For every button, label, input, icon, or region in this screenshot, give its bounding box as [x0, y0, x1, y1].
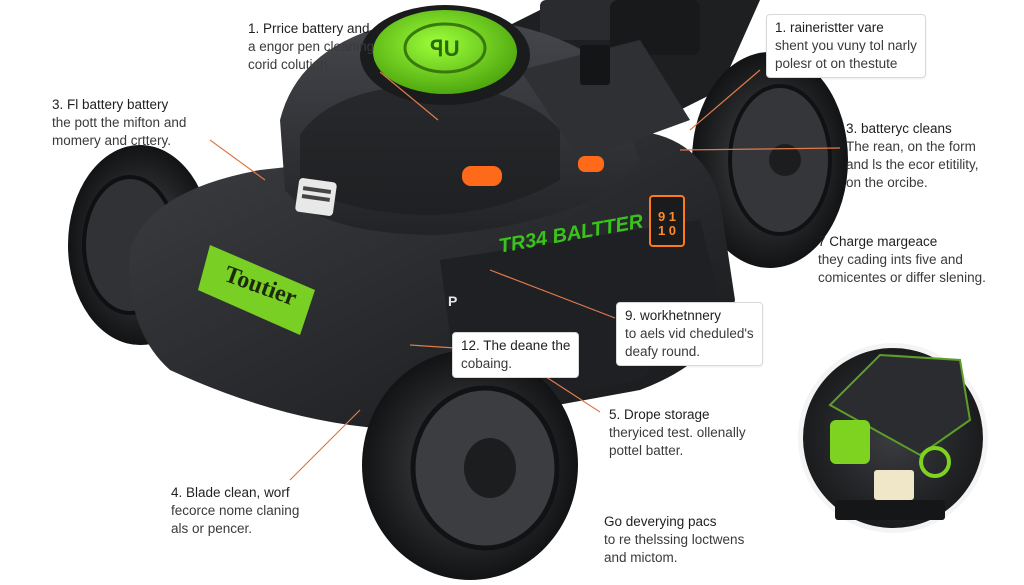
callout-4-line-3: on the orcibe.	[846, 175, 928, 190]
callout-3-line-2: momery and crttery.	[52, 133, 172, 148]
callout-10-line-2: and mictom.	[604, 550, 678, 565]
orange-indicator-left	[462, 166, 502, 186]
callout-8-title: 5. Drope storage	[609, 407, 710, 422]
orange-indicator-right	[578, 156, 604, 172]
callout-10-line-1: to re thelssing loctwens	[604, 532, 745, 547]
callout-8: 5. Drope storage theryiced test. ollenal…	[609, 406, 746, 460]
callout-5-line-1: they cading ints five and	[818, 252, 963, 267]
callout-2-line-1: shent you vuny tol narly	[775, 38, 917, 53]
callout-6: 9. workhetnnery to aels vid cheduled's d…	[616, 302, 763, 366]
cap-logo: ꟼU	[430, 36, 459, 61]
callout-5-line-2: comicentes or differ slening.	[818, 270, 986, 285]
callout-10: Go deverying pacs to re thelssing loctwe…	[604, 513, 744, 567]
callout-9: 4. Blade clean, worf fecorce nome clanin…	[171, 484, 299, 538]
rear-right-wheel	[692, 52, 848, 268]
callout-9-title: 4. Blade clean, worf	[171, 485, 290, 500]
callout-2-line-2: polesr ot on thestute	[775, 56, 898, 71]
battery-cap	[360, 5, 530, 105]
callout-4-line-2: and ls the ecor etitility,	[846, 157, 979, 172]
callout-9-line-2: als or pencer.	[171, 521, 253, 536]
callout-2-title: 1. raineristter vare	[775, 20, 884, 35]
hood-sticker	[198, 245, 315, 335]
callout-6-line-2: deafy round.	[625, 344, 701, 359]
callout-4: 3. batteryc cleans The rean, on the form…	[846, 120, 979, 192]
callout-1-title: 1. Prrice battery and	[248, 21, 370, 36]
side-badge	[649, 195, 685, 247]
callout-3-line-1: the pott the mifton and	[52, 115, 187, 130]
callout-5-title: 7 Charge margeace	[818, 234, 938, 249]
battery-gauge	[295, 178, 337, 216]
callout-6-title: 9. workhetnnery	[625, 308, 722, 323]
callout-8-line-2: pottel batter.	[609, 443, 684, 458]
callout-5: 7 Charge margeace they cading ints five …	[818, 233, 986, 287]
callout-7-line-1: cobaing.	[461, 356, 513, 371]
callout-6-line-1: to aels vid cheduled's	[625, 326, 754, 341]
callout-2: 1. raineristter vare shent you vuny tol …	[766, 14, 926, 78]
battery-compartment-inset	[798, 343, 988, 533]
callout-3: 3. Fl battery battery the pott the mifto…	[52, 96, 186, 150]
callout-1-line-1: a engor pen cleaning	[248, 39, 375, 54]
small-mark: P	[448, 293, 457, 309]
front-right-wheel	[362, 350, 578, 580]
callout-9-line-1: fecorce nome claning	[171, 503, 300, 518]
callout-8-line-1: theryiced test. ollenally	[609, 425, 746, 440]
mower-deck	[129, 18, 735, 430]
callout-4-title: 3. batteryc cleans	[846, 121, 952, 136]
callout-10-title: Go deverying pacs	[604, 514, 717, 529]
callout-1: 1. Prrice battery and a engor pen cleani…	[248, 20, 374, 74]
callout-7: 12. The deane the cobaing.	[452, 332, 580, 378]
callout-7-title: 12. The deane the	[461, 338, 571, 353]
callout-1-line-2: corid colution.	[248, 57, 332, 72]
callout-3-title: 3. Fl battery battery	[52, 97, 169, 112]
callout-4-line-1: The rean, on the form	[846, 139, 976, 154]
